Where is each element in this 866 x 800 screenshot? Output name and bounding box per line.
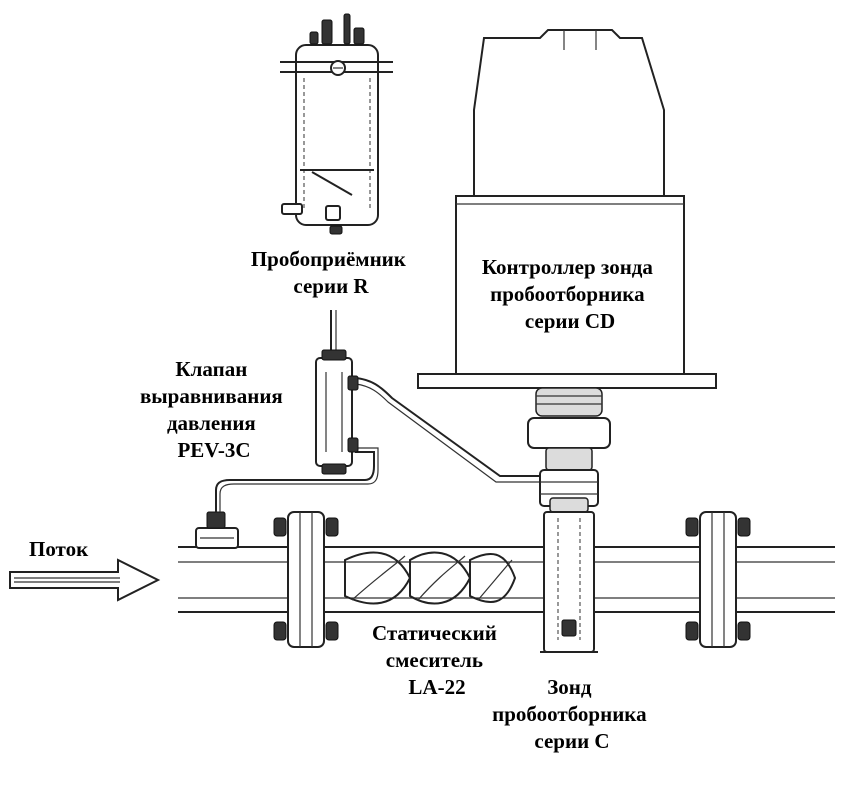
mixer-label-line-1: Статический [372,621,497,645]
receiver-label-line-1: Пробоприёмник [251,247,407,271]
valve-label-line-1: Клапан [175,357,247,381]
controller-label: Контроллер зонда пробоотборника серии CD [482,255,658,333]
flow-label: Поток [29,537,89,561]
flow-arrow [9,558,161,602]
controller-cd-series [417,29,717,471]
probe-label-line-2: пробоотборника [492,702,647,726]
receiver-label: Пробоприёмник серии R [251,247,411,298]
receiver-r-series [280,13,393,235]
receiver-label-line-2: серии R [293,274,369,298]
tubing [215,310,540,512]
valve-label: Клапан выравнивания давления PEV-3C [140,357,288,462]
controller-label-line-3: серии CD [525,309,615,333]
inlet-fitting [195,511,239,549]
controller-label-line-1: Контроллер зонда [482,255,654,279]
probe-c-series [539,469,599,653]
probe-label: Зонд пробоотборника серии С [492,675,652,753]
right-flange [685,511,751,648]
valve-label-line-4: PEV-3C [177,438,250,462]
mixer-label-line-2: смеситель [386,648,483,672]
controller-label-line-2: пробоотборника [490,282,645,306]
pev-3c-valve [315,349,359,475]
probe-label-line-1: Зонд [547,675,592,699]
probe-label-line-3: серии С [534,729,609,753]
valve-label-line-2: выравнивания [140,384,283,408]
left-flange [273,511,339,648]
static-mixer-elements [344,551,517,605]
valve-label-line-3: давления [167,411,256,435]
mixer-label-line-3: LA-22 [408,675,465,699]
mixer-label: Статический смеситель LA-22 [372,621,502,699]
